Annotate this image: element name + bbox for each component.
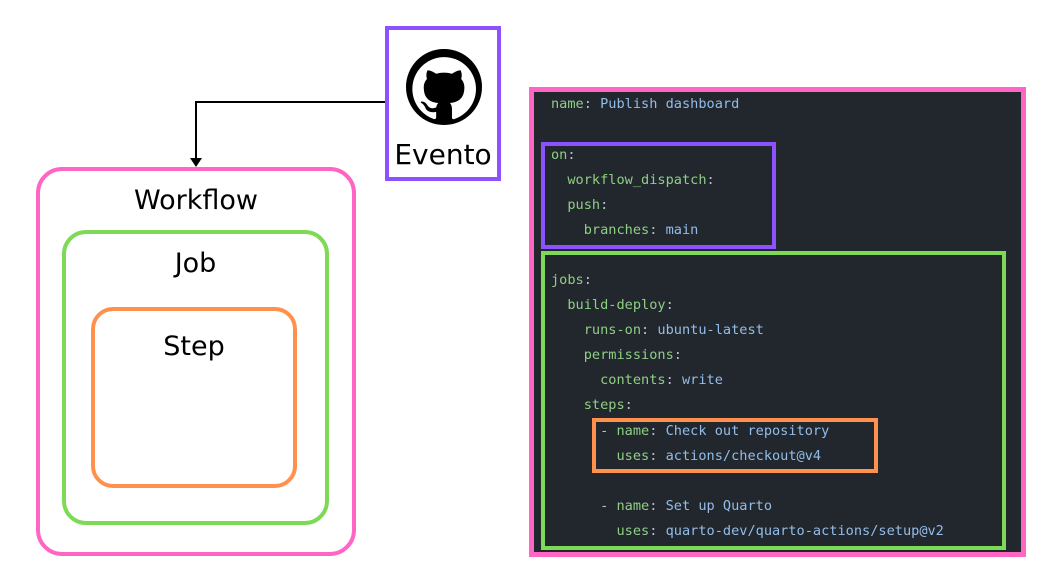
- code-line: - name: Set up Quarto: [551, 496, 772, 516]
- workflow-yaml-code: [529, 87, 1026, 557]
- code-value: Publish dashboard: [600, 96, 740, 112]
- code-colon: :: [649, 423, 658, 439]
- code-colon: :: [649, 222, 658, 238]
- code-line: push:: [551, 195, 608, 215]
- code-colon: :: [673, 347, 682, 363]
- code-line: branches: main: [551, 220, 699, 240]
- job-label: Job: [174, 248, 217, 279]
- code-value: write: [681, 372, 723, 388]
- code-colon: :: [665, 297, 674, 313]
- code-key: workflow_dispatch: [567, 172, 707, 188]
- code-key: contents: [600, 372, 666, 388]
- code-key: runs-on: [583, 322, 642, 338]
- code-line: permissions:: [551, 345, 682, 365]
- code-key: permissions: [583, 347, 674, 363]
- code-line: uses: actions/checkout@v4: [551, 446, 821, 466]
- code-value: quarto-dev/quarto-actions/setup@v2: [665, 523, 944, 539]
- code-key: build-deploy: [567, 297, 666, 313]
- code-value: Set up Quarto: [665, 498, 773, 514]
- code-line: on:: [551, 145, 576, 165]
- code-colon: :: [649, 448, 658, 464]
- code-value: actions/checkout@v4: [665, 448, 822, 464]
- code-colon: :: [649, 523, 658, 539]
- github-icon: [406, 49, 482, 125]
- jobs-highlight: [541, 251, 1006, 550]
- code-key: name: [616, 498, 650, 514]
- on-trigger-highlight: [541, 142, 776, 249]
- code-colon: :: [649, 498, 658, 514]
- code-key: jobs: [551, 272, 584, 288]
- code-line: workflow_dispatch:: [551, 170, 715, 190]
- code-colon: :: [706, 172, 715, 188]
- code-indent: -: [551, 423, 617, 439]
- code-key: name: [616, 423, 650, 439]
- event-label: Evento: [394, 138, 492, 171]
- step-box: Step: [91, 307, 297, 488]
- code-value: ubuntu-latest: [657, 322, 764, 338]
- step-label: Step: [163, 331, 225, 362]
- code-key: name: [551, 96, 584, 112]
- workflow-box: Workflow: [36, 167, 356, 556]
- code-colon: :: [583, 272, 592, 288]
- code-colon: :: [665, 372, 674, 388]
- code-key: push: [567, 197, 601, 213]
- code-line: steps:: [551, 395, 633, 415]
- code-line: name: Publish dashboard: [551, 94, 739, 114]
- code-colon: :: [600, 197, 609, 213]
- code-colon: :: [624, 397, 633, 413]
- code-line: - name: Check out repository: [551, 421, 829, 441]
- code-colon: :: [567, 147, 576, 163]
- code-key: uses: [616, 448, 650, 464]
- code-key: steps: [583, 397, 625, 413]
- job-box: Job: [62, 230, 329, 525]
- code-value: Check out repository: [665, 423, 830, 439]
- code-line: runs-on: ubuntu-latest: [551, 320, 764, 340]
- step-highlight: [592, 418, 878, 473]
- code-line: contents: write: [551, 370, 723, 390]
- code-value: main: [665, 222, 699, 238]
- code-key: branches: [583, 222, 650, 238]
- event-box: Evento: [385, 26, 501, 181]
- code-line: build-deploy:: [551, 295, 674, 315]
- workflow-label: Workflow: [134, 185, 258, 216]
- code-indent: -: [551, 498, 617, 514]
- code-line: jobs:: [551, 270, 592, 290]
- code-colon: :: [641, 322, 650, 338]
- code-key: on: [551, 147, 568, 163]
- code-colon: :: [583, 96, 592, 112]
- code-line: uses: quarto-dev/quarto-actions/setup@v2: [551, 521, 944, 541]
- code-key: uses: [616, 523, 650, 539]
